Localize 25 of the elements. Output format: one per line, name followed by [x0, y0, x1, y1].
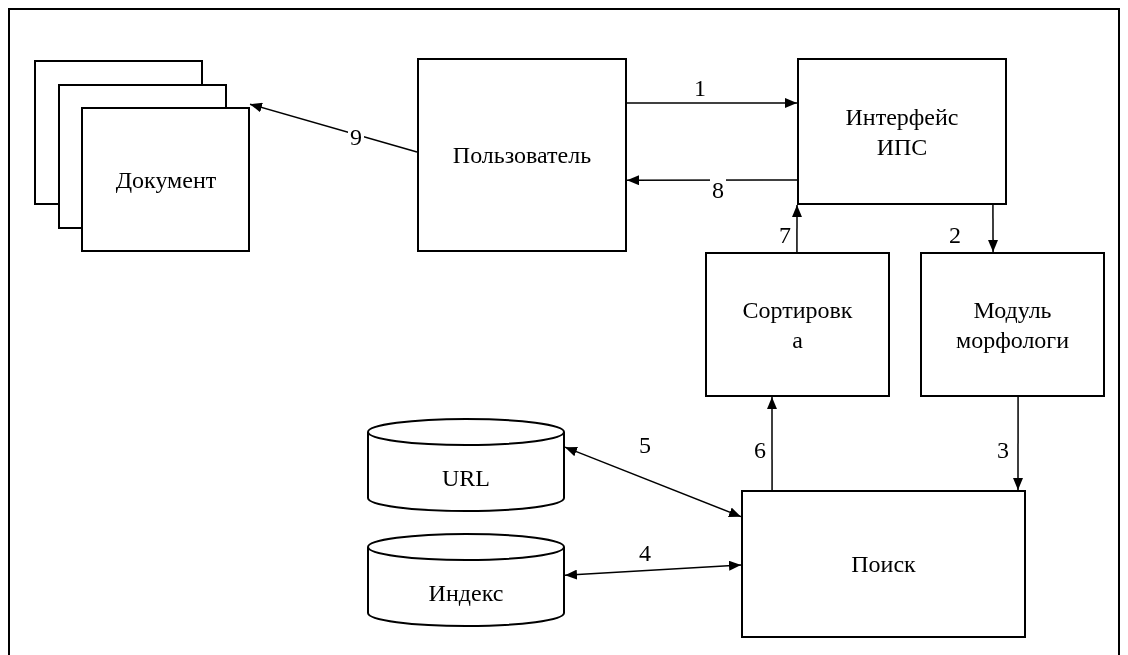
process-box — [417, 58, 627, 252]
node-label: Интерфейс ИПС — [844, 102, 960, 162]
process-box — [705, 252, 890, 397]
node-label: Индекс — [428, 579, 504, 608]
node-label: URL — [442, 464, 490, 493]
arrow — [249, 102, 418, 153]
arrow — [626, 175, 798, 186]
node-label: Модуль морфологи — [954, 295, 1071, 355]
arrow — [792, 204, 802, 253]
node-label: Сортировк а — [741, 295, 854, 355]
arrow — [626, 98, 798, 108]
node-label: Поиск — [851, 550, 916, 579]
arrow — [564, 560, 742, 580]
arrow — [988, 204, 999, 253]
database-cylinder — [367, 533, 565, 627]
process-box — [797, 58, 1007, 205]
database-cylinder — [367, 418, 565, 512]
arrow — [564, 446, 742, 518]
arrow — [1013, 396, 1023, 491]
arrow — [767, 396, 777, 491]
node-label: Пользователь — [452, 141, 592, 170]
process-box — [920, 252, 1105, 397]
document-stack — [34, 60, 250, 252]
node-label: Документ — [115, 166, 217, 195]
process-box — [741, 490, 1026, 638]
